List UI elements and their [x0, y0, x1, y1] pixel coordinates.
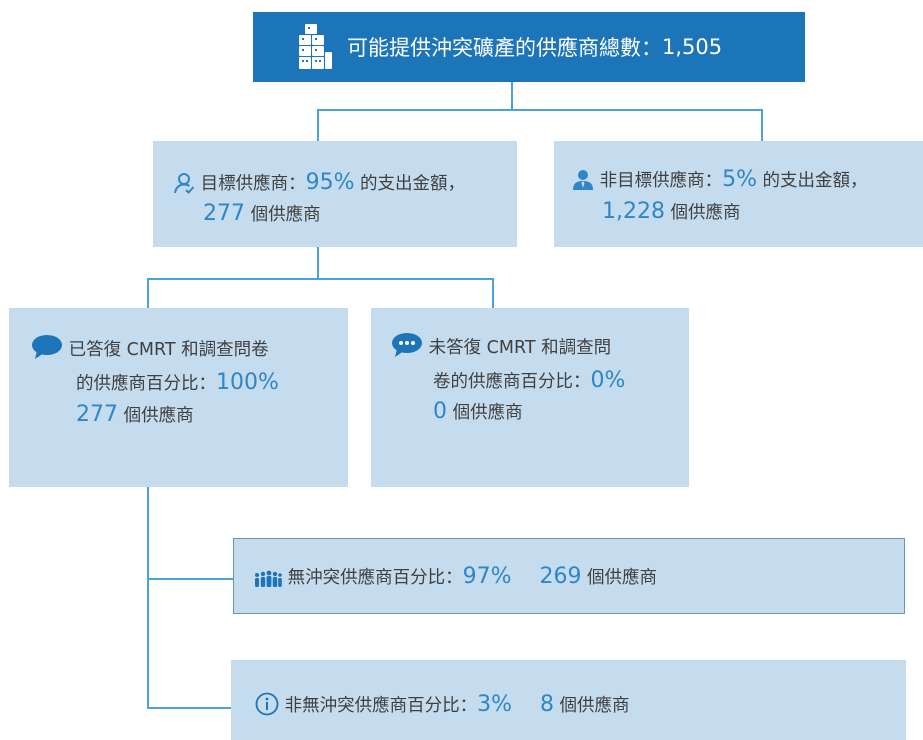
info-circle-icon: [255, 692, 279, 716]
targeted-count: 277: [203, 201, 245, 226]
non-targeted-count-label: 個供應商: [664, 203, 741, 223]
people-group-icon: [255, 570, 282, 587]
connector-top-down: [511, 82, 513, 110]
non-conflict-free-pct: 3%: [477, 692, 512, 717]
person-filled-icon: [573, 170, 593, 190]
targeted-suppliers-box: 目標供應商：95% 的支出金額， 277 個供應商: [153, 141, 517, 247]
responded-suppliers-box: 已答復 CMRT 和調查問卷 的供應商百分比：100% 277 個供應商: [9, 308, 348, 487]
targeted-suffix: 的支出金額，: [354, 174, 466, 194]
non-targeted-suffix: 的支出金額，: [756, 171, 868, 191]
total-suppliers-label: 可能提供沖突礦產的供應商總數：: [347, 36, 662, 60]
non-targeted-pct: 5%: [722, 167, 757, 192]
responded-line2: 的供應商百分比：: [76, 374, 216, 394]
responded-count-label: 個供應商: [118, 406, 194, 426]
responded-count: 277: [76, 402, 118, 427]
responded-line1: 已答復 CMRT 和調查問卷: [68, 340, 269, 360]
connector-to-targeted: [317, 109, 319, 141]
connector-targeted-down: [317, 247, 319, 279]
targeted-label: 目標供應商：: [200, 174, 306, 194]
responded-pct: 100%: [216, 370, 279, 395]
non-targeted-label: 非目標供應商：: [599, 171, 723, 191]
connector-to-conflict-free: [147, 578, 233, 580]
conflict-free-pct: 97%: [462, 564, 512, 589]
non-conflict-free-box: 非無沖突供應商百分比：3% 8 個供應商: [231, 660, 906, 740]
not-responded-line1: 未答復 CMRT 和調查問: [428, 338, 612, 358]
not-responded-line2: 卷的供應商百分比：: [433, 372, 591, 392]
connector-top-horizontal: [317, 109, 763, 111]
conflict-free-label: 無沖突供應商百分比：: [287, 568, 463, 588]
connector-to-not-responded: [492, 278, 494, 308]
speech-bubble-dots-icon: [392, 333, 422, 357]
not-responded-suppliers-box: 未答復 CMRT 和調查問 卷的供應商百分比：0% 0 個供應商: [371, 308, 689, 487]
non-targeted-suppliers-box: 非目標供應商：5% 的支出金額， 1,228 個供應商: [554, 141, 923, 247]
targeted-count-label: 個供應商: [245, 205, 321, 225]
connector-to-non-targeted: [761, 109, 763, 141]
total-suppliers-value: 1,505: [662, 35, 723, 59]
not-responded-count: 0: [433, 399, 447, 424]
not-responded-count-label: 個供應商: [447, 403, 523, 423]
conflict-free-count: 269: [539, 564, 582, 589]
connector-to-non-conflict-free: [147, 707, 233, 709]
speech-bubble-icon: [32, 335, 62, 359]
person-outline-icon: [174, 173, 195, 194]
connector-mid-horizontal: [147, 278, 494, 280]
connector-to-responded: [147, 278, 149, 308]
conflict-free-count-label: 個供應商: [581, 568, 658, 588]
non-conflict-free-label: 非無沖突供應商百分比：: [284, 696, 478, 716]
not-responded-pct: 0%: [590, 368, 626, 393]
non-conflict-free-count: 8: [539, 692, 554, 717]
total-suppliers-box: 可能提供沖突礦產的供應商總數：1,505: [253, 12, 805, 82]
buildings-icon: [299, 24, 332, 69]
targeted-pct: 95%: [305, 170, 355, 195]
conflict-free-box: 無沖突供應商百分比：97% 269 個供應商: [233, 538, 905, 614]
non-conflict-free-count-label: 個供應商: [553, 696, 630, 716]
connector-responded-down: [147, 487, 149, 709]
non-targeted-count: 1,228: [602, 199, 665, 224]
